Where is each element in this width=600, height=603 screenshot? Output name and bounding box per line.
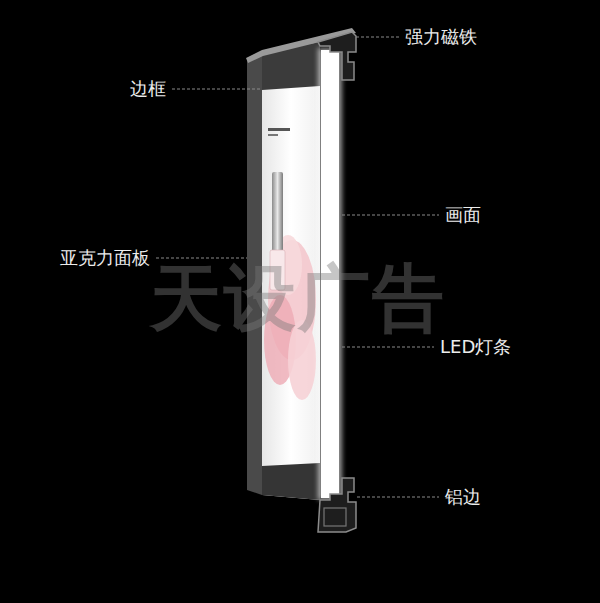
part-label: 强力磁铁 [405,25,477,49]
part-label: 铝边 [445,485,481,509]
aluminium-profile [318,32,356,80]
part-label: 画面 [445,203,481,227]
part-label: 边框 [130,77,166,101]
profile-slot [324,508,346,526]
part-label: LED灯条 [440,335,511,359]
aluminium-profile [318,478,356,532]
part-label: 亚克力面板 [60,246,150,270]
frame-bottom [262,463,320,500]
watermark: 天设广告 [150,258,446,338]
